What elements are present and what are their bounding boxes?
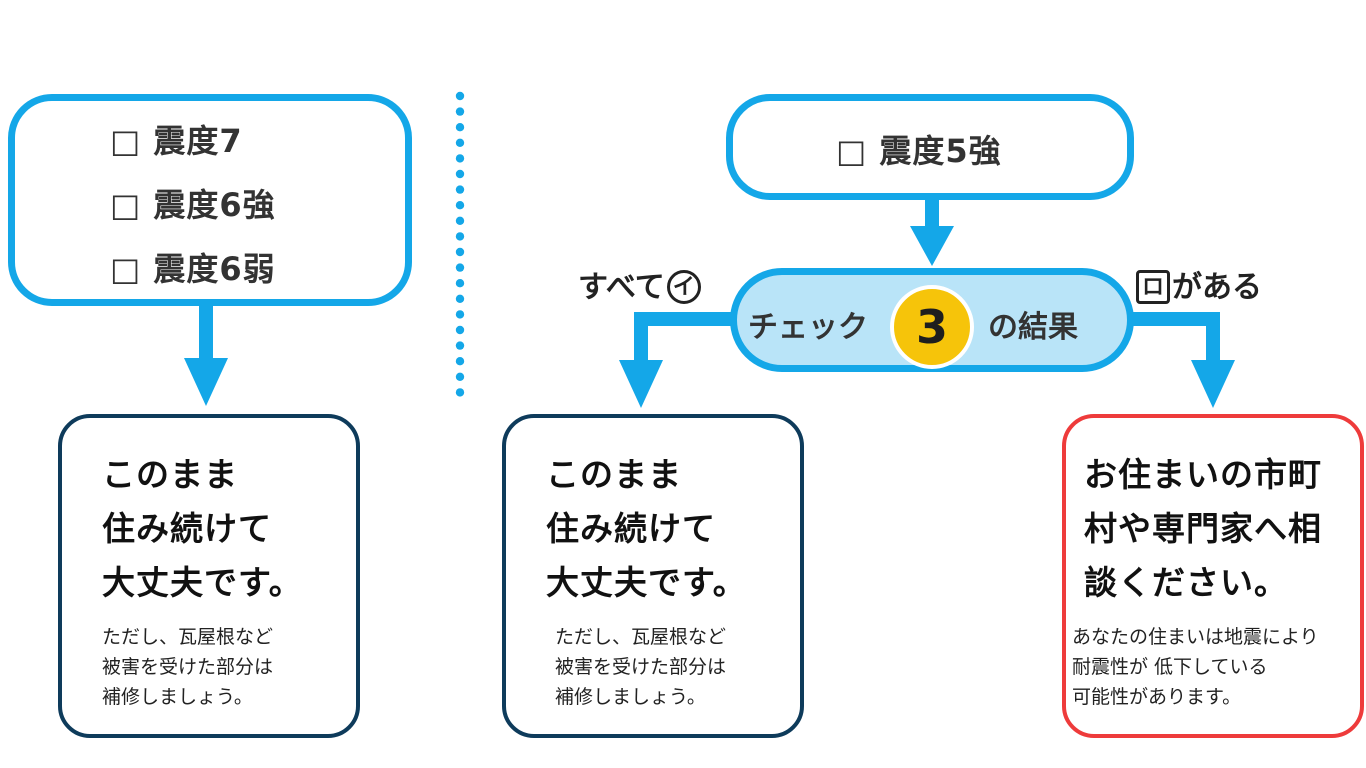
right-check-box bbox=[726, 94, 1134, 200]
circled-ro-icon: ロ bbox=[1136, 270, 1170, 304]
circled-i-icon: イ bbox=[666, 270, 701, 304]
divider-dot bbox=[455, 310, 465, 319]
result-1-headline: このまま 住み続けて 大丈夫です。 bbox=[102, 455, 303, 602]
check-item-shindo-6-weak: □ 震度6弱 bbox=[110, 250, 276, 288]
divider-dot bbox=[455, 169, 465, 179]
result-1-note: ただし、瓦屋根など 被害を受けた部分は 補修しましょう。 bbox=[102, 626, 274, 708]
check-item-shindo-6-strong: □ 震度6強 bbox=[110, 186, 276, 224]
result-3-note: あなたの住まいは地震により 耐震性が 低下している 可能性があります。 bbox=[1072, 626, 1319, 708]
result-box-3 bbox=[1062, 414, 1364, 738]
divider-dot bbox=[455, 154, 465, 163]
result-2-headline: このまま 住み続けて 大丈夫です。 bbox=[546, 455, 747, 602]
result-3-headline: お住まいの市町 村や専門家へ相 談ください。 bbox=[1084, 455, 1322, 602]
divider-dot bbox=[455, 388, 465, 397]
divider-dot bbox=[455, 294, 465, 303]
check-result-suffix: の結果 bbox=[988, 310, 1078, 345]
arrow-branch-left bbox=[619, 312, 734, 408]
divider-dot bbox=[455, 185, 465, 194]
divider-dot bbox=[455, 91, 465, 101]
result-box-2 bbox=[502, 414, 804, 738]
divider-dot bbox=[455, 357, 465, 366]
divider-dot bbox=[455, 216, 465, 225]
branch-label-has-ro: ロがある bbox=[1134, 262, 1262, 306]
result-box-1 bbox=[58, 414, 360, 738]
divider-dot bbox=[455, 123, 465, 132]
dotted-divider bbox=[455, 91, 465, 397]
check-result-prefix: チェック bbox=[748, 310, 868, 345]
divider-dot bbox=[455, 279, 465, 288]
divider-dot bbox=[455, 372, 465, 381]
divider-dot bbox=[455, 138, 465, 147]
branch-label-all-text: すべて bbox=[578, 270, 665, 305]
divider-dot bbox=[455, 341, 465, 350]
arrow-branch-right bbox=[1130, 312, 1235, 408]
divider-dot bbox=[455, 325, 465, 335]
left-check-box bbox=[8, 94, 412, 306]
result-2-note: ただし、瓦屋根など 被害を受けた部分は 補修しましょう。 bbox=[555, 626, 727, 708]
branch-label-has-text: がある bbox=[1172, 270, 1262, 305]
check-item-shindo-5-strong: □ 震度5強 bbox=[836, 132, 1002, 170]
divider-dot bbox=[455, 247, 465, 257]
divider-dot bbox=[455, 232, 465, 241]
check-number-badge: 3 bbox=[890, 285, 974, 369]
check-item-shindo-7: □ 震度7 bbox=[110, 122, 243, 160]
branch-label-all-i: すべてイ bbox=[578, 262, 703, 306]
arrow-check-to-pill bbox=[910, 196, 954, 266]
arrow-left-down bbox=[184, 303, 228, 406]
divider-dot bbox=[455, 107, 465, 116]
divider-dot bbox=[455, 201, 465, 210]
divider-dot bbox=[455, 263, 465, 272]
